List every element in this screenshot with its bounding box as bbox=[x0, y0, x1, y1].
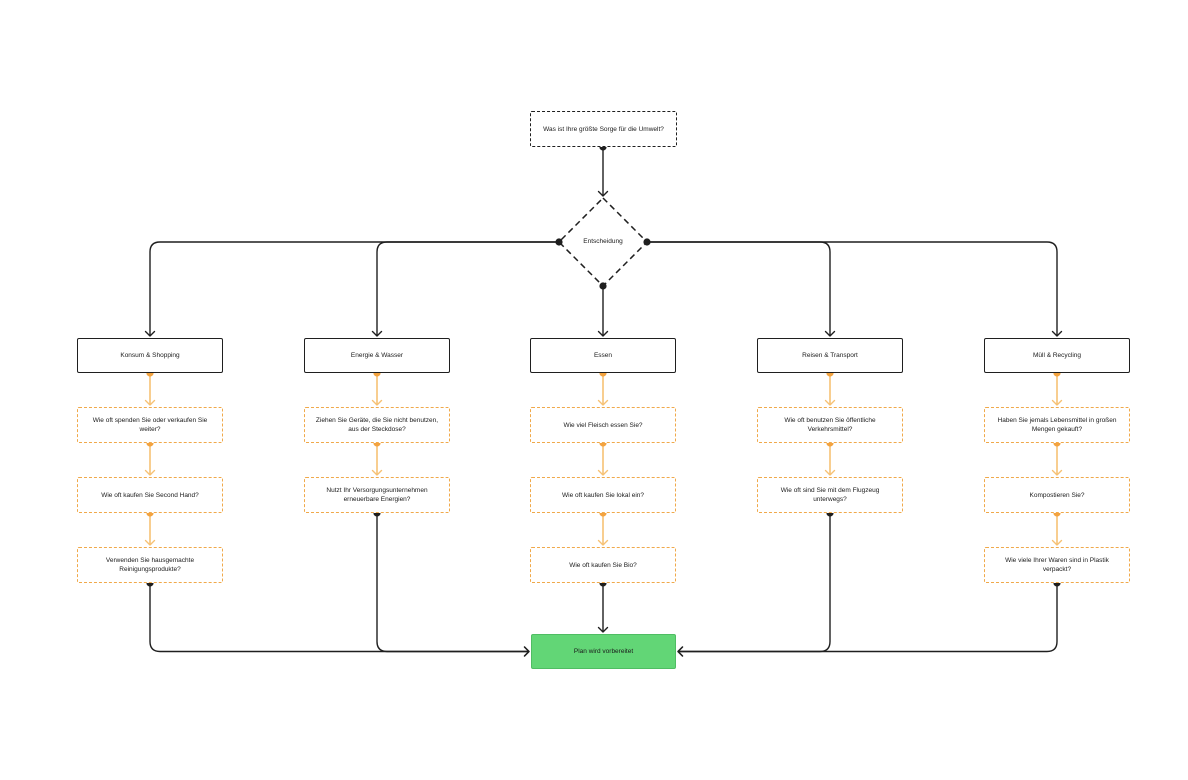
end-node-label: Plan wird vorbereitet bbox=[573, 648, 634, 655]
arrow-question-0-0 bbox=[144, 399, 156, 406]
edge-column-end-4 bbox=[678, 583, 1058, 653]
question-node[interactable]: Wie oft benutzen Sie öffentliche Verkehr… bbox=[757, 407, 903, 443]
question-label: Ziehen Sie Geräte, die Sie nicht benutze… bbox=[315, 417, 439, 433]
question-node[interactable]: Wie oft kaufen Sie Bio? bbox=[530, 547, 676, 583]
arrow-decision-category-1 bbox=[371, 330, 383, 337]
category-node[interactable]: Essen bbox=[530, 338, 676, 373]
category-node[interactable]: Reisen & Transport bbox=[757, 338, 903, 373]
question-label: Nutzt Ihr Versorgungsunternehmen erneuer… bbox=[326, 487, 428, 503]
question-label: Haben Sie jemals Lebensmittel in großen … bbox=[997, 417, 1117, 433]
question-label: Wie oft benutzen Sie öffentliche Verkehr… bbox=[784, 417, 876, 433]
question-node[interactable]: Haben Sie jemals Lebensmittel in großen … bbox=[984, 407, 1130, 443]
arrow-question-1-0 bbox=[371, 399, 383, 406]
question-label: Wie viele Ihrer Waren sind in Plastik ve… bbox=[1005, 557, 1109, 573]
question-node[interactable]: Wie oft sind Sie mit dem Flugzeug unterw… bbox=[757, 477, 903, 513]
edge-column-end-1 bbox=[376, 513, 529, 653]
edge-decision-category-3 bbox=[647, 241, 831, 336]
question-node[interactable]: Verwenden Sie hausgemachte Reinigungspro… bbox=[77, 547, 223, 583]
arrow-question-4-2 bbox=[1051, 539, 1063, 546]
decision-label: Entscheidung bbox=[583, 238, 623, 245]
question-node[interactable]: Kompostieren Sie? bbox=[984, 477, 1130, 513]
question-node[interactable]: Nutzt Ihr Versorgungsunternehmen erneuer… bbox=[304, 477, 450, 513]
start-node[interactable]: Was ist Ihre größte Sorge für die Umwelt… bbox=[530, 111, 677, 147]
category-node[interactable]: Energie & Wasser bbox=[304, 338, 450, 373]
question-label: Kompostieren Sie? bbox=[1029, 491, 1085, 499]
arrow-start-decision bbox=[597, 190, 609, 197]
arrow-decision-category-4 bbox=[1051, 330, 1063, 337]
arrow-decision-category-3 bbox=[824, 330, 836, 337]
arrow-question-0-1 bbox=[144, 469, 156, 476]
category-label: Reisen & Transport bbox=[802, 352, 858, 359]
question-label: Wie oft kaufen Sie Bio? bbox=[569, 561, 637, 569]
question-node[interactable]: Wie viele Ihrer Waren sind in Plastik ve… bbox=[984, 547, 1130, 583]
end-node[interactable]: Plan wird vorbereitet bbox=[531, 634, 676, 669]
arrow-question-2-0 bbox=[597, 399, 609, 406]
question-label: Wie oft kaufen Sie Second Hand? bbox=[101, 491, 199, 499]
arrow-column-end-1 bbox=[523, 646, 530, 657]
arrow-decision-category-2 bbox=[597, 330, 609, 337]
edge-column-end-0 bbox=[149, 583, 529, 653]
category-label: Energie & Wasser bbox=[350, 352, 404, 359]
arrow-question-2-2 bbox=[597, 539, 609, 546]
arrow-question-4-1 bbox=[1051, 469, 1063, 476]
arrow-question-1-1 bbox=[371, 469, 383, 476]
question-node[interactable]: Wie oft kaufen Sie Second Hand? bbox=[77, 477, 223, 513]
arrow-column-end-2 bbox=[597, 626, 609, 633]
edge-decision-category-4 bbox=[647, 241, 1058, 336]
arrow-question-0-2 bbox=[144, 539, 156, 546]
arrow-decision-category-0 bbox=[144, 330, 156, 337]
question-label: Verwenden Sie hausgemachte Reinigungspro… bbox=[105, 557, 195, 573]
question-label: Wie oft sind Sie mit dem Flugzeug unterw… bbox=[780, 487, 880, 503]
start-node-label: Was ist Ihre größte Sorge für die Umwelt… bbox=[543, 125, 664, 133]
edge-decision-category-1 bbox=[376, 241, 559, 336]
question-node[interactable]: Ziehen Sie Geräte, die Sie nicht benutze… bbox=[304, 407, 450, 443]
category-label: Essen bbox=[593, 352, 613, 359]
question-label: Wie viel Fleisch essen Sie? bbox=[563, 421, 643, 429]
arrow-question-4-0 bbox=[1051, 399, 1063, 406]
arrow-question-3-1 bbox=[824, 469, 836, 476]
category-label: Müll & Recycling bbox=[1032, 352, 1082, 359]
category-node[interactable]: Müll & Recycling bbox=[984, 338, 1130, 373]
category-label: Konsum & Shopping bbox=[120, 352, 180, 359]
arrow-column-end-4 bbox=[677, 646, 684, 657]
question-node[interactable]: Wie oft spenden Sie oder verkaufen Sie w… bbox=[77, 407, 223, 443]
question-node[interactable]: Wie viel Fleisch essen Sie? bbox=[530, 407, 676, 443]
category-node[interactable]: Konsum & Shopping bbox=[77, 338, 223, 373]
edge-decision-category-0 bbox=[149, 241, 559, 336]
question-label: Wie oft spenden Sie oder verkaufen Sie w… bbox=[92, 417, 208, 433]
question-node[interactable]: Wie oft kaufen Sie lokal ein? bbox=[530, 477, 676, 513]
question-label: Wie oft kaufen Sie lokal ein? bbox=[561, 491, 645, 499]
arrow-question-2-1 bbox=[597, 469, 609, 476]
edge-column-end-3 bbox=[678, 513, 831, 653]
arrow-question-3-0 bbox=[824, 399, 836, 406]
